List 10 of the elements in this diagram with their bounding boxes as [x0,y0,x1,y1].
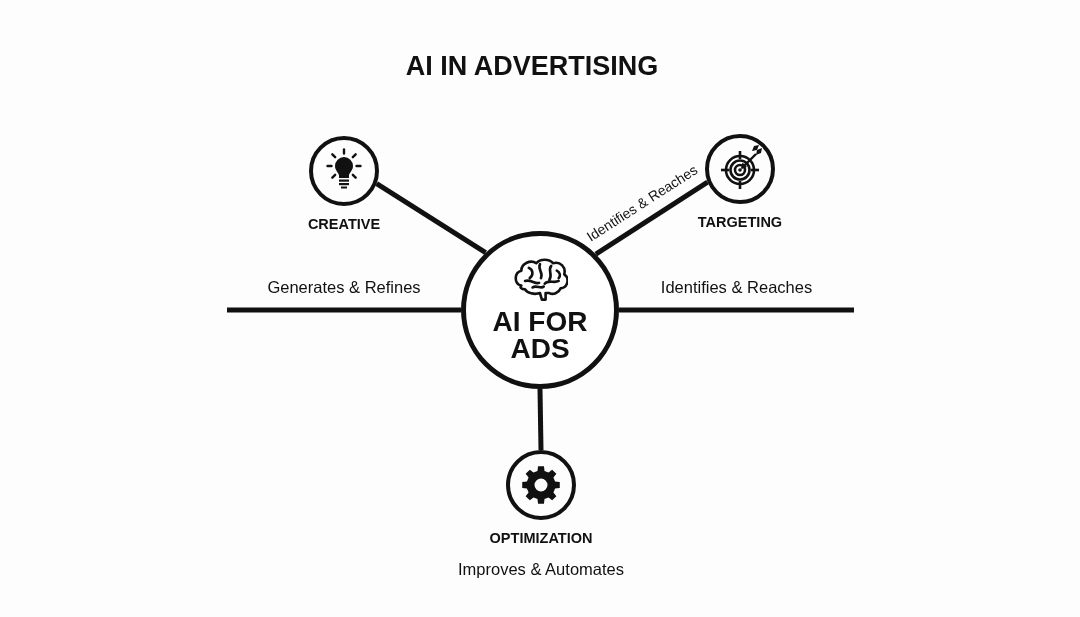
connector-line [619,307,854,313]
hub-title: AI FOR ADS [491,309,589,362]
category-label: CREATIVE [307,216,381,233]
connector-line [537,388,544,451]
connector-line [375,181,487,255]
connector-line [227,307,461,313]
category-label: OPTIMIZATION [489,530,593,547]
node-caption: Improves & Automates [458,559,624,579]
diagram-title: AI IN ADVERTISING [405,50,659,82]
connector-line [594,180,709,257]
